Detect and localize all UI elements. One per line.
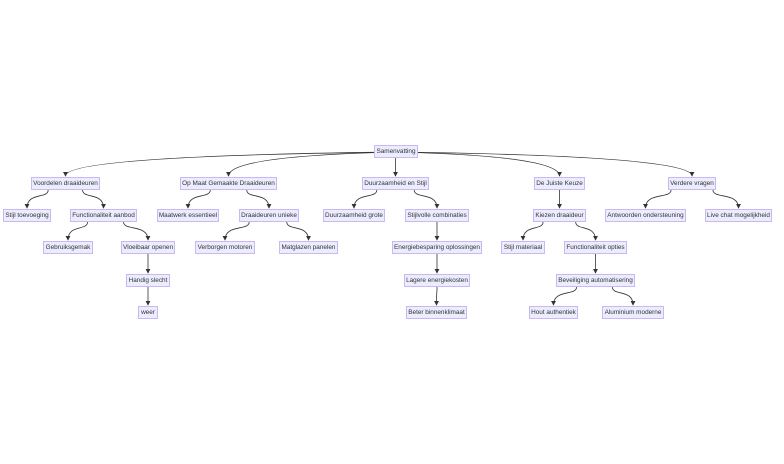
node-a221: Handig slecht [126, 274, 170, 287]
edge-c211-c2111 [434, 286, 439, 306]
edge-c-c2 [413, 189, 440, 209]
node-d1212: Aluminium moderne [602, 306, 664, 319]
node-d: De Juiste Keuze [534, 177, 585, 190]
node-a22: Vloeibaar openen [121, 241, 175, 254]
node-d12: Functionaliteit opties [564, 241, 627, 254]
node-a2: Functionaliteit aanbod [70, 209, 137, 222]
node-e1: Antwoorden ondersteuning [605, 209, 686, 222]
node-c2111: Beter binnenklimaat [406, 306, 467, 319]
edge-d1-d11 [520, 221, 544, 241]
node-d1: Kiezen draaideur [533, 209, 586, 222]
node-a2211: weer [138, 306, 158, 319]
edge-b2-b21 [222, 221, 250, 241]
edge-d121-d1211 [551, 286, 577, 306]
node-c21: Energiebesparing oplossingen [392, 241, 482, 254]
node-b22: Matglazen panelen [279, 241, 338, 254]
edge-c-c1 [351, 189, 378, 209]
edge-root-e [395, 151, 695, 177]
edge-b-b1 [185, 189, 211, 209]
node-a21: Gebruiksgemak [43, 241, 93, 254]
node-b21: Verborgen motoren [195, 241, 255, 254]
edge-e-e2 [712, 189, 741, 209]
node-c211: Lagere energiekosten [404, 274, 470, 287]
edge-a-a2 [82, 189, 106, 209]
edge-root-d [395, 151, 562, 177]
node-a: Voordelen draaideuren [31, 177, 100, 190]
node-e: Verdere vragen [668, 177, 716, 190]
edge-root-b [226, 151, 397, 177]
edge-d1-d12 [575, 221, 598, 241]
node-root: Samenvatting [374, 145, 418, 158]
edge-b-b2 [246, 189, 272, 209]
node-c2: Stijlvolle combinaties [405, 209, 469, 222]
node-c: Duurzaamheid en Stijl [362, 177, 429, 190]
edge-a-a1 [24, 189, 49, 209]
node-c1: Duurzaamheid grote [323, 209, 385, 222]
node-d11: Stijl materiaal [501, 241, 545, 254]
node-a1: Stijl toevoeging [3, 209, 51, 222]
node-d1211: Hout authentiek [529, 306, 578, 319]
node-b: Op Maat Gemaakte Draaideuren [180, 177, 277, 190]
node-b1: Maatwerk essentieel [157, 209, 219, 222]
node-b2: Draaideuren unieke [239, 209, 299, 222]
edge-root-a [63, 151, 397, 177]
edge-a2-a22 [123, 221, 151, 241]
node-e2: Live chat mogelijkheid [705, 209, 772, 222]
edge-b2-b22 [286, 221, 311, 241]
node-d121: Beveiliging automatisering [556, 274, 635, 287]
edge-d121-d1212 [611, 286, 636, 306]
edge-e-e1 [643, 189, 672, 209]
edge-a2-a21 [65, 221, 88, 241]
